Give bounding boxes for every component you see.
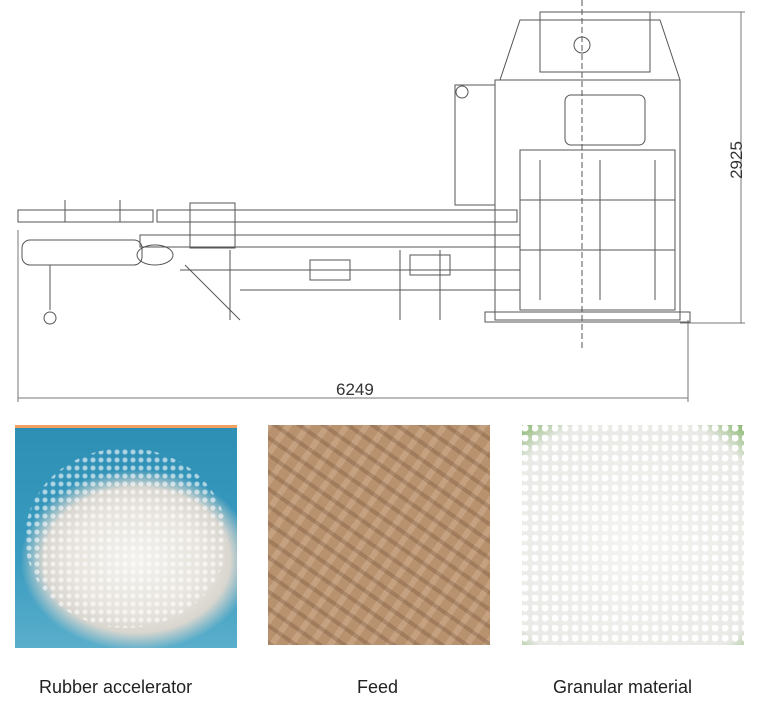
bagging-station [454, 0, 691, 350]
granular-material-photo [522, 425, 744, 645]
granular-material-caption: Granular material [553, 677, 693, 697]
rubber-accelerator-caption: Rubber accelerator [39, 677, 193, 697]
conveyor [17, 200, 521, 325]
rubber-accelerator-photo [15, 425, 237, 648]
feed-caption: Feed [357, 677, 399, 697]
width-dimension-label: 6249 [336, 380, 374, 399]
machine-technical-drawing: 6249 2925 [17, 0, 746, 402]
height-dimension-label: 2925 [726, 141, 746, 179]
width-dimension-line [17, 230, 689, 402]
feed-photo [268, 425, 490, 645]
